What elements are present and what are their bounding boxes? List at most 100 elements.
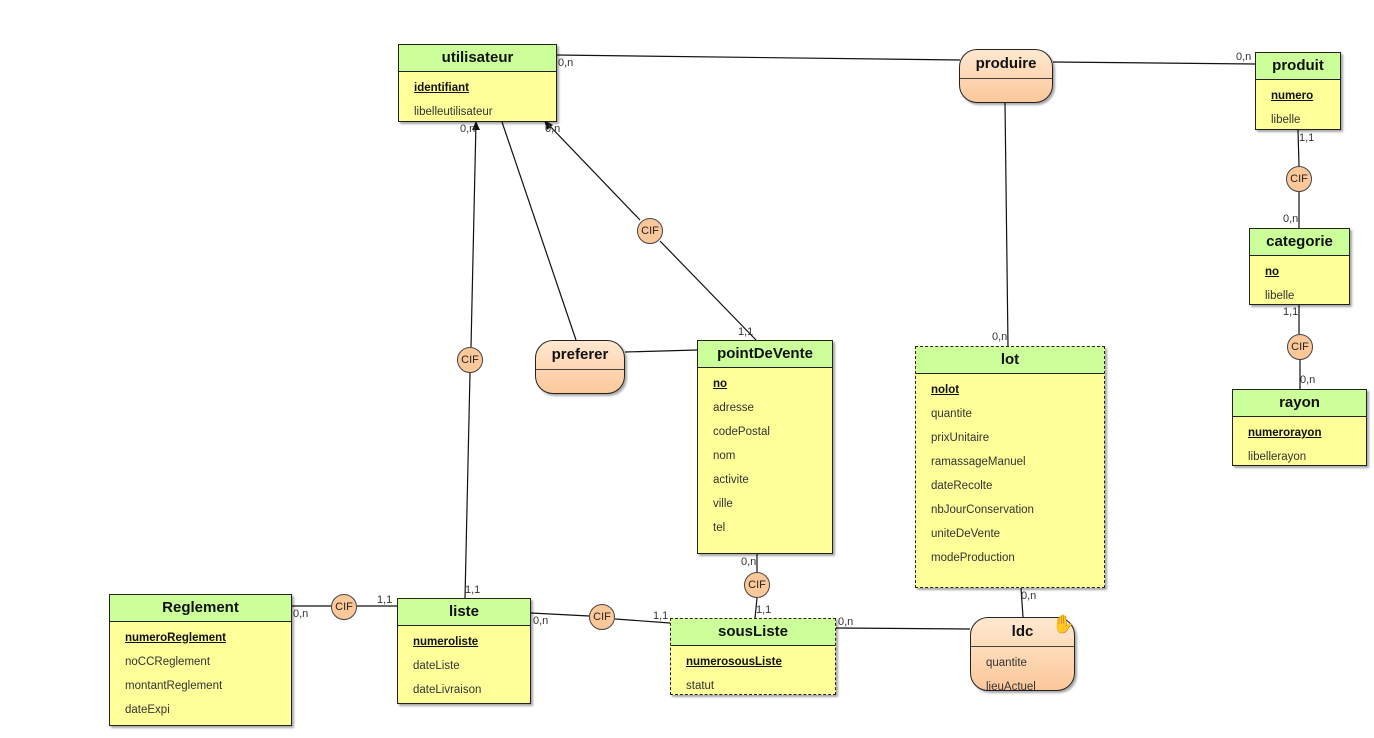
card-utilisateur-pdv: 0,n [545,123,561,135]
attribute: adresse [713,402,754,414]
attribute-pk: no [713,378,728,390]
attribute: codePostal [713,426,770,438]
entity-title: pointDeVente [698,341,832,368]
attribute: nbJourConservation [931,504,1034,516]
card-utilisateur-produire: 0,n [558,57,574,69]
association-title: produire [960,50,1052,79]
attribute: quantite [986,657,1027,669]
entity-produit[interactable]: produit numero libelle [1255,52,1341,130]
edge-cif-souslist [754,597,758,619]
card-pdv-utilisateur: 1,1 [738,326,754,338]
entity-lot[interactable]: lot nolot quantite prixUnitaire ramassag… [915,346,1105,588]
cif-reglement-liste: CIF [331,594,357,620]
attribute-pk: numeroliste [413,636,479,648]
attribute-pk: nolot [931,384,960,396]
attribute-pk: numero [1271,90,1314,102]
card-produit-categorie: 1,1 [1299,132,1315,144]
attribute: statut [686,680,715,692]
attribute: libelle [1271,114,1301,126]
cif-pdv-souslist: CIF [744,572,770,598]
edge-utilisateur-cif-liste [470,121,477,348]
entity-sousListe[interactable]: sousListe numerosousListe statut [670,618,836,695]
entity-utilisateur[interactable]: utilisateur identifiant libelleutilisate… [398,44,557,122]
card-liste-souslist: 0,n [533,615,549,627]
attribute: noCCReglement [125,656,211,668]
cif-categorie-rayon: CIF [1287,334,1313,360]
cif-utilisateur-liste: CIF [457,347,483,373]
entity-Reglement[interactable]: Reglement numeroReglement noCCReglement … [109,594,292,726]
edge-produire-produit [1052,61,1256,65]
entity-title: produit [1256,53,1340,80]
attribute: libellerayon [1248,451,1307,463]
entity-liste[interactable]: liste numeroliste dateListe dateLivraiso… [397,598,531,704]
card-categorie-rayon: 1,1 [1283,306,1299,318]
entity-rayon[interactable]: rayon numerorayon libellerayon [1232,389,1367,466]
attribute: tel [713,522,726,534]
attribute: ramassageManuel [931,456,1026,468]
edge-preferer-pdv [624,349,698,353]
edge-cif-liste [464,372,471,599]
entity-title: lot [916,347,1104,374]
entity-categorie[interactable]: categorie no libelle [1249,228,1350,305]
attribute: dateExpi [125,704,170,716]
card-pdv-souslist: 0,n [741,556,757,568]
attribute: dateListe [413,660,460,672]
entity-title: utilisateur [399,45,556,72]
card-souslist-ldc: 0,n [838,616,854,628]
attribute: quantite [931,408,972,420]
attribute-pk: numerorayon [1248,427,1322,439]
edge-utilisateur-preferer [501,121,577,341]
edge-lot-ldc [1020,587,1024,618]
attribute: lieuActuel [986,681,1036,691]
entity-title: liste [398,599,530,626]
attribute: dateRecolte [931,480,993,492]
arrowhead-utilisateur-pdv [544,120,553,130]
card-lot-produire: 0,n [992,331,1008,343]
card-liste-utilisateur: 1,1 [465,584,481,596]
attribute-pk: numeroReglement [125,632,226,644]
entity-title: categorie [1250,229,1349,256]
attribute-pk: no [1265,266,1280,278]
association-title: preferer [536,341,624,370]
cif-utilisateur-pdv: CIF [637,218,663,244]
edge-produire-lot [1004,102,1009,347]
arrowhead-utilisateur-liste [472,121,480,130]
card-souslist-pdv: 1,1 [756,604,772,616]
card-utilisateur-liste: 0,n [460,123,476,135]
edge-utilisateur-produire [556,54,961,61]
association-title: ldc [971,618,1074,647]
card-souslist-liste: 1,1 [653,610,669,622]
attribute: prixUnitaire [931,432,990,444]
card-liste-reglement: 1,1 [377,594,393,606]
attribute: activite [713,474,749,486]
card-lot-ldc: 0,n [1021,590,1037,602]
entity-pointDeVente[interactable]: pointDeVente no adresse codePostal nom a… [697,340,833,554]
association-ldc[interactable]: ldc quantite lieuActuel [970,617,1075,691]
attribute: uniteDeVente [931,528,1001,540]
edge-produit-cif [1297,129,1300,167]
attribute: libelle [1265,290,1295,302]
card-reglement-liste: 0,n [293,608,309,620]
entity-title: sousListe [671,619,835,646]
edge-liste-cif [530,612,590,617]
hand-cursor-icon: ✋ [1052,614,1075,634]
edge-utilisateur-cif-pdv [545,121,641,221]
card-rayon-categorie: 0,n [1300,374,1316,386]
association-preferer[interactable]: preferer [535,340,625,394]
attribute-pk: identifiant [414,82,469,94]
edge-souslist-ldc [835,627,971,630]
cif-produit-categorie: CIF [1286,166,1312,192]
attribute: ville [713,498,733,510]
attribute: libelleutilisateur [414,106,493,118]
edge-cif-souslist2 [614,618,671,624]
attribute-pk: numerosousListe [686,656,782,668]
entity-title: Reglement [110,595,291,622]
attribute: nom [713,450,736,462]
entity-title: rayon [1233,390,1366,417]
attribute: montantReglement [125,680,223,692]
cif-liste-souslist: CIF [589,604,615,630]
attribute: dateLivraison [413,684,482,696]
association-produire[interactable]: produire [959,49,1053,103]
card-produit-produire: 0,n [1236,51,1252,63]
